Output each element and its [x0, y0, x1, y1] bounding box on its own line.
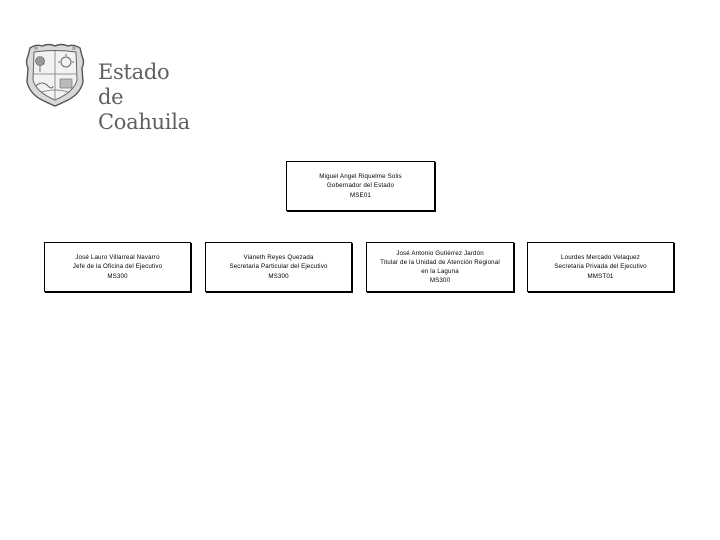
logo-line-1: Estado — [98, 60, 170, 84]
coahuila-logo: Estado de Coahuila — [22, 42, 202, 134]
org-node-particular-secretary: Vianeth Reyes Quezada Secretaria Particu… — [205, 242, 352, 292]
node-title-continued: en la Laguna — [421, 268, 459, 275]
coat-of-arms-icon — [25, 43, 85, 107]
node-name: Miguel Angel Riquelme Solis — [319, 172, 402, 180]
node-name: José Lauro Villarreal Navarro — [75, 253, 160, 261]
node-title: Gobernador del Estado — [326, 182, 395, 190]
org-node-private-secretary: Lourdes Mercado Velaquez Secretaria Priv… — [527, 242, 674, 292]
logo-line-2: de Coahuila — [98, 85, 190, 134]
node-code: MS300 — [268, 272, 289, 280]
node-code: MS300 — [429, 277, 451, 285]
node-code: MS300 — [107, 272, 128, 280]
node-name: José Antonio Gutiérrez Jardón — [396, 249, 484, 257]
logo-wordmark: Estado de Coahuila — [98, 60, 202, 135]
org-node-chief-of-office: José Lauro Villarreal Navarro Jefe de la… — [44, 242, 191, 292]
node-name: Lourdes Mercado Velaquez — [561, 253, 640, 261]
node-title: Titular de la Unidad de Atención Regiona… — [380, 258, 500, 266]
node-title: Secretaria Privada del Ejecutivo — [554, 263, 647, 271]
org-node-governor: Miguel Angel Riquelme Solis Gobernador d… — [286, 161, 435, 211]
node-name: Vianeth Reyes Quezada — [243, 253, 314, 261]
org-node-regional-unit: José Antonio Gutiérrez Jardón Titular de… — [366, 242, 514, 292]
node-code: MSE01 — [349, 191, 372, 199]
node-code: MMST01 — [587, 272, 614, 280]
node-title: Jefe de la Oficina del Ejecutivo — [72, 263, 163, 271]
node-title: Secretaria Particular del Ejecutivo — [229, 263, 328, 271]
